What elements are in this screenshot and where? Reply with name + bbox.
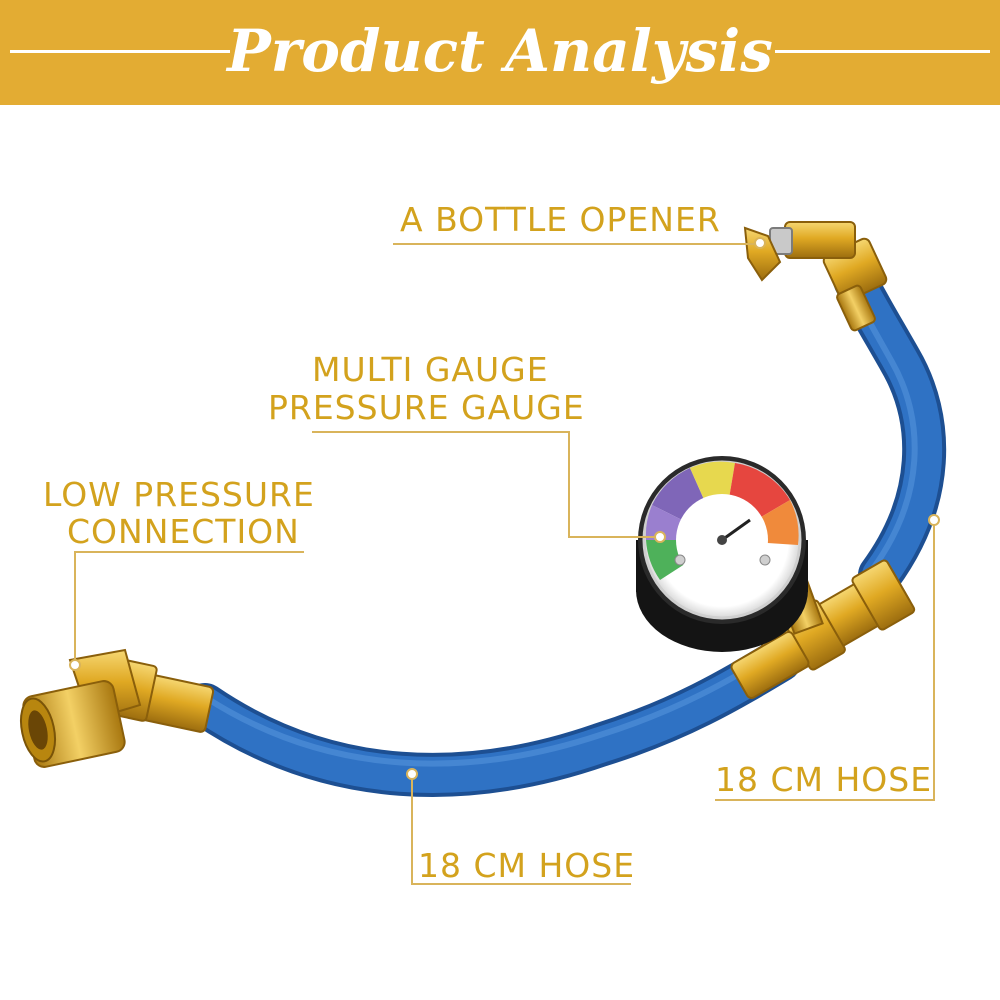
page-title: Product Analysis bbox=[227, 17, 773, 85]
leader-low-pressure-vertical bbox=[74, 551, 76, 661]
marker-hose-bottom bbox=[406, 768, 418, 780]
marker-bottle-opener bbox=[754, 237, 766, 249]
callout-bottle-opener: A BOTTLE OPENER bbox=[400, 200, 721, 239]
callout-gauge-line2: PRESSURE GAUGE bbox=[268, 388, 585, 427]
leader-hose-right-vertical bbox=[933, 524, 935, 800]
leader-hose-bottom-horizontal bbox=[411, 883, 631, 885]
banner-divider-right bbox=[775, 50, 990, 53]
callout-hose-right: 18 CM HOSE bbox=[715, 760, 933, 799]
leader-bottle-opener bbox=[393, 243, 758, 245]
callout-low-pressure-line1: LOW PRESSURE bbox=[43, 475, 315, 514]
callout-gauge-line1: MULTI GAUGE bbox=[312, 350, 549, 389]
bottle-opener-valve bbox=[743, 221, 888, 332]
banner-divider-left bbox=[10, 50, 230, 53]
pressure-gauge bbox=[636, 456, 824, 652]
low-pressure-coupler bbox=[19, 648, 215, 768]
callout-low-pressure-line2: CONNECTION bbox=[67, 512, 300, 551]
marker-gauge bbox=[654, 531, 666, 543]
leader-gauge-horizontal bbox=[312, 431, 570, 433]
marker-low-pressure bbox=[69, 659, 81, 671]
leader-gauge-tip bbox=[568, 536, 658, 538]
marker-hose-right bbox=[928, 514, 940, 526]
leader-low-pressure-horizontal bbox=[74, 551, 304, 553]
brass-ferrule-lower bbox=[730, 631, 810, 699]
callout-hose-bottom: 18 CM HOSE bbox=[418, 846, 636, 885]
header-banner: Product Analysis bbox=[0, 0, 1000, 105]
leader-hose-bottom-vertical bbox=[411, 777, 413, 885]
leader-hose-right-horizontal bbox=[715, 799, 935, 801]
leader-gauge-vertical bbox=[568, 431, 570, 538]
